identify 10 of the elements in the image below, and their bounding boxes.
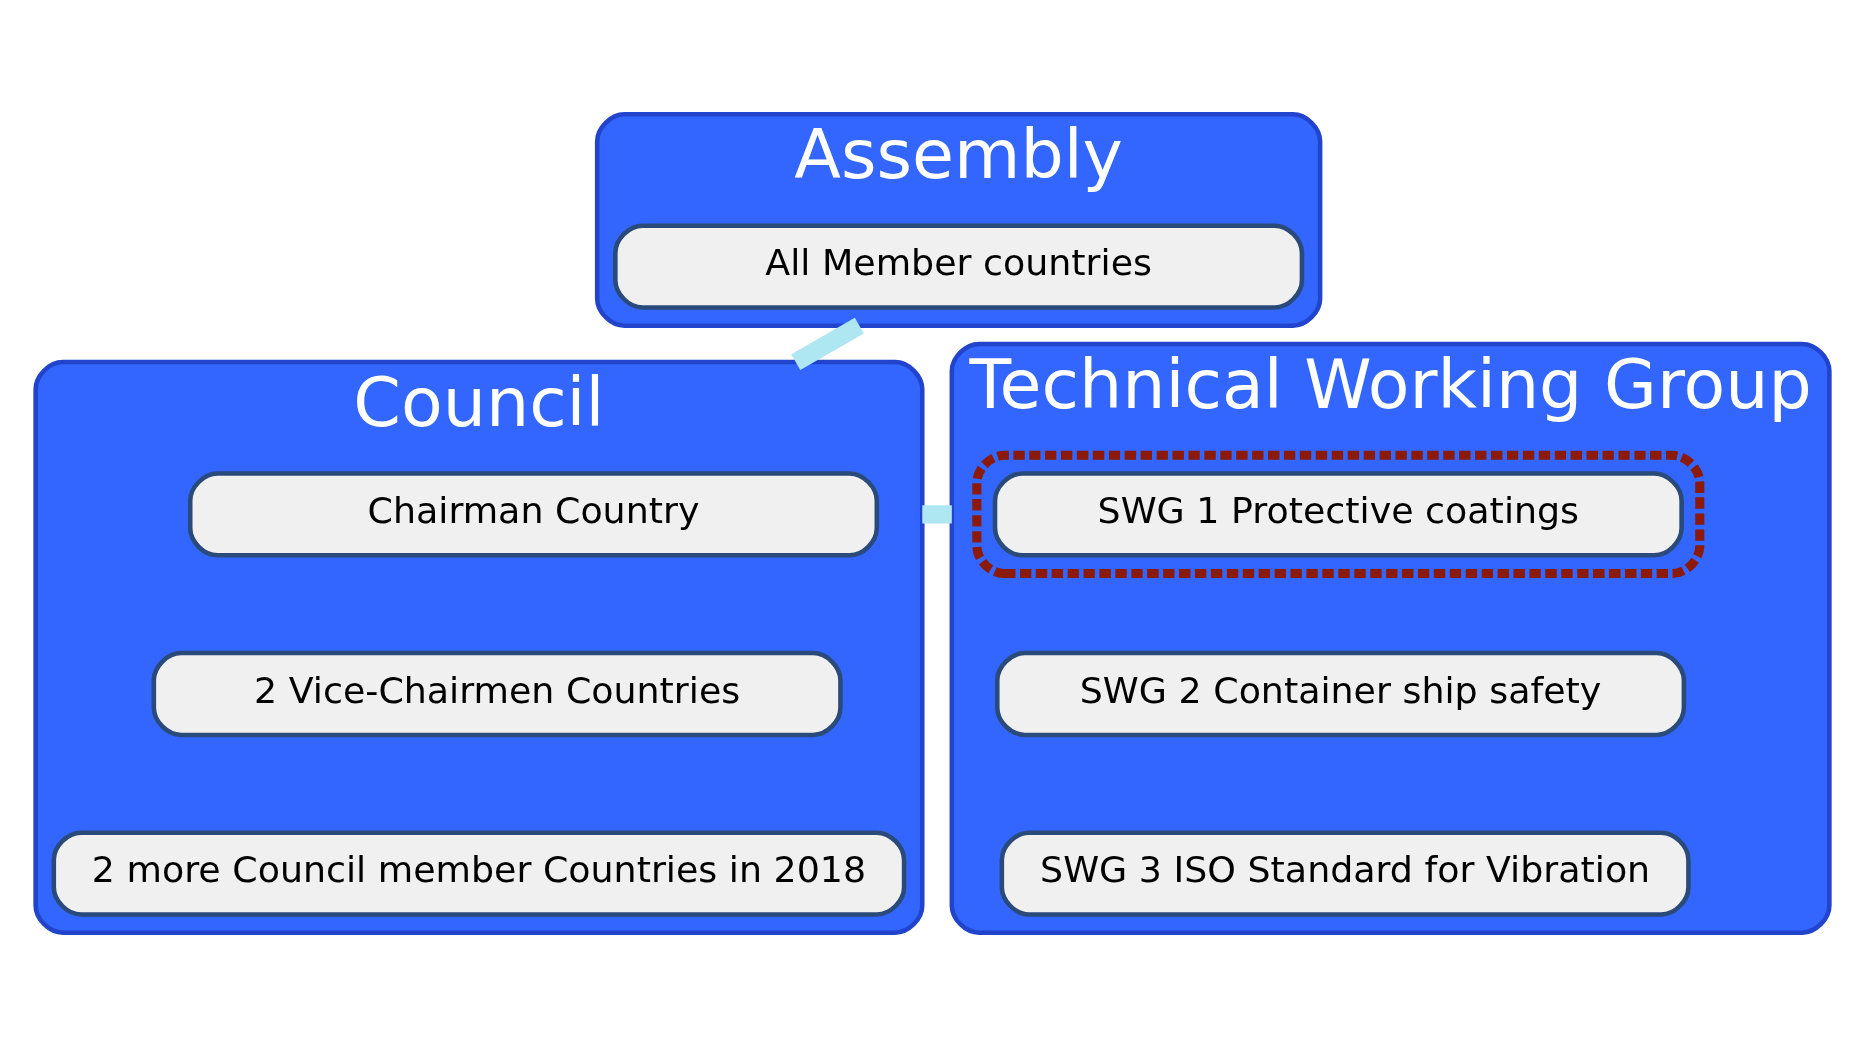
node-box: SWG 3 ISO Standard for Vibration bbox=[999, 829, 1691, 917]
node-box: All Member countries bbox=[613, 222, 1305, 310]
node-box: SWG 2 Container ship safety bbox=[995, 650, 1687, 737]
connector bbox=[922, 504, 952, 523]
node-box: 2 Vice-Chairmen Countries bbox=[151, 650, 843, 737]
node-box: 2 more Council member Countries in 2018 bbox=[51, 829, 907, 917]
connector bbox=[791, 317, 864, 370]
node-box: Chairman Country bbox=[187, 470, 880, 558]
node-box: SWG 1 Protective coatings bbox=[992, 470, 1684, 558]
cluster bbox=[972, 450, 1705, 578]
